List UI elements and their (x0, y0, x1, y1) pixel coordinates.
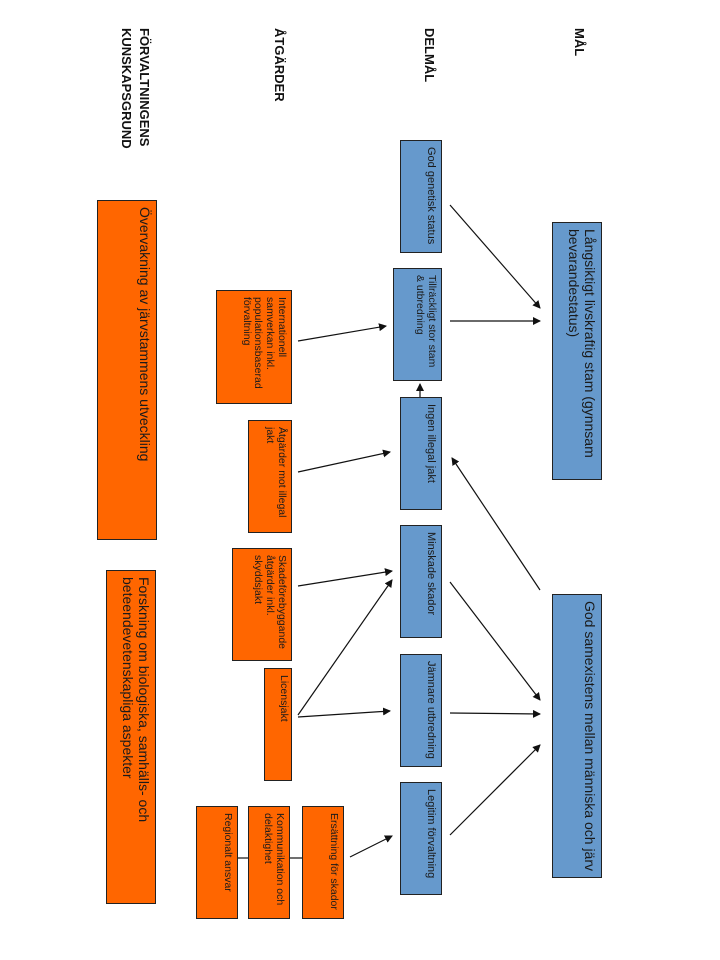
header-mal: MÅL (568, 28, 587, 108)
subgoal-even-distribution: Jämnare utbredning (400, 654, 442, 767)
action-damage-prevention: Skadeförebyggande åtgärder inkl. skyddsj… (232, 548, 292, 661)
arrow-license-to-distribution (297, 707, 391, 718)
arrow-prevention-to-damage (297, 568, 393, 587)
subgoal-legitimate-management-text: Legitim förvaltning (425, 789, 437, 879)
action-international: Internationell samverkan inkl. populatio… (216, 290, 292, 404)
arrow-license-to-damage (297, 579, 393, 716)
goal-coexistence-text: God samexistens mellan människa och järv (582, 601, 598, 872)
goal-long-term-text: Långsiktigt livskraftig stam (gynnsam be… (566, 229, 598, 458)
action-anti-illegal: Åtgärder mot illegal jakt (248, 420, 292, 533)
arrow-damage-to-coexistence (449, 581, 541, 701)
header-atgarder-text: ÅTGÄRDER (272, 28, 287, 102)
arrow-antiillegal-to-noillegal (297, 449, 391, 473)
arrow-compensation-to-legitimate (349, 835, 393, 858)
knowledge-research: Forskning om biologiska, samhälls- och b… (106, 570, 156, 904)
header-delmal: DELMÅL (418, 28, 437, 118)
header-mal-text: MÅL (572, 28, 587, 57)
header-atgarder: ÅTGÄRDER (268, 28, 287, 128)
goal-long-term: Långsiktigt livskraftig stam (gynnsam be… (552, 222, 602, 480)
arrow-genetic-to-longterm (449, 204, 541, 309)
action-regional-text: Regionalt ansvar (222, 813, 234, 892)
subgoal-genetic-text: God genetisk status (425, 147, 437, 245)
action-international-text: Internationell samverkan inkl. populatio… (240, 297, 288, 389)
subgoal-no-illegal-hunt: Ingen illegal jakt (400, 397, 442, 510)
subgoal-no-illegal-hunt-text: Ingen illegal jakt (425, 404, 437, 483)
header-kunskap-line2-text: KUNSKAPSGRUND (119, 28, 134, 149)
arrow-coexistence-to-noillegal (451, 457, 541, 591)
action-communication-text: Kommunikation och delaktighet (262, 813, 286, 906)
subgoal-legitimate-management: Legitim förvaltning (400, 782, 442, 895)
header-kunskap-line2: KUNSKAPSGRUND (115, 28, 134, 188)
arrow-international-to-popsize (297, 323, 387, 342)
subgoal-even-distribution-text: Jämnare utbredning (425, 661, 437, 759)
action-anti-illegal-text: Åtgärder mot illegal jakt (264, 427, 288, 518)
subgoal-population-size-text: Tillräckligt stor stam & utbredning (414, 275, 438, 368)
arrow-distribution-to-coexistence (449, 709, 541, 718)
arrow-legitimate-to-coexistence (449, 744, 541, 836)
subgoal-reduced-damage: Minskade skador (400, 525, 442, 638)
goal-coexistence: God samexistens mellan människa och järv (552, 594, 602, 878)
action-license-hunt: Licensjakt (264, 668, 292, 781)
header-kunskap-line1-text: FÖRVALTNINGENS (137, 28, 152, 147)
action-communication: Kommunikation och delaktighet (248, 806, 290, 919)
knowledge-research-text: Forskning om biologiska, samhälls- och b… (120, 577, 152, 823)
subgoal-population-size: Tillräckligt stor stam & utbredning (393, 268, 442, 381)
action-compensation: Ersättning för skador (302, 806, 344, 919)
knowledge-monitoring: Övervakning av järvstammens utveckling (97, 200, 157, 540)
header-kunskap-line1: FÖRVALTNINGENS (133, 28, 152, 188)
subgoal-reduced-damage-text: Minskade skador (425, 532, 437, 616)
subgoal-genetic: God genetisk status (400, 140, 442, 253)
action-compensation-text: Ersättning för skador (328, 813, 340, 910)
action-license-hunt-text: Licensjakt (278, 675, 290, 722)
header-delmal-text: DELMÅL (422, 28, 437, 83)
knowledge-monitoring-text: Övervakning av järvstammens utveckling (137, 207, 153, 462)
action-damage-prevention-text: Skadeförebyggande åtgärder inkl. skyddsj… (252, 555, 289, 649)
action-regional: Regionalt ansvar (196, 806, 238, 919)
